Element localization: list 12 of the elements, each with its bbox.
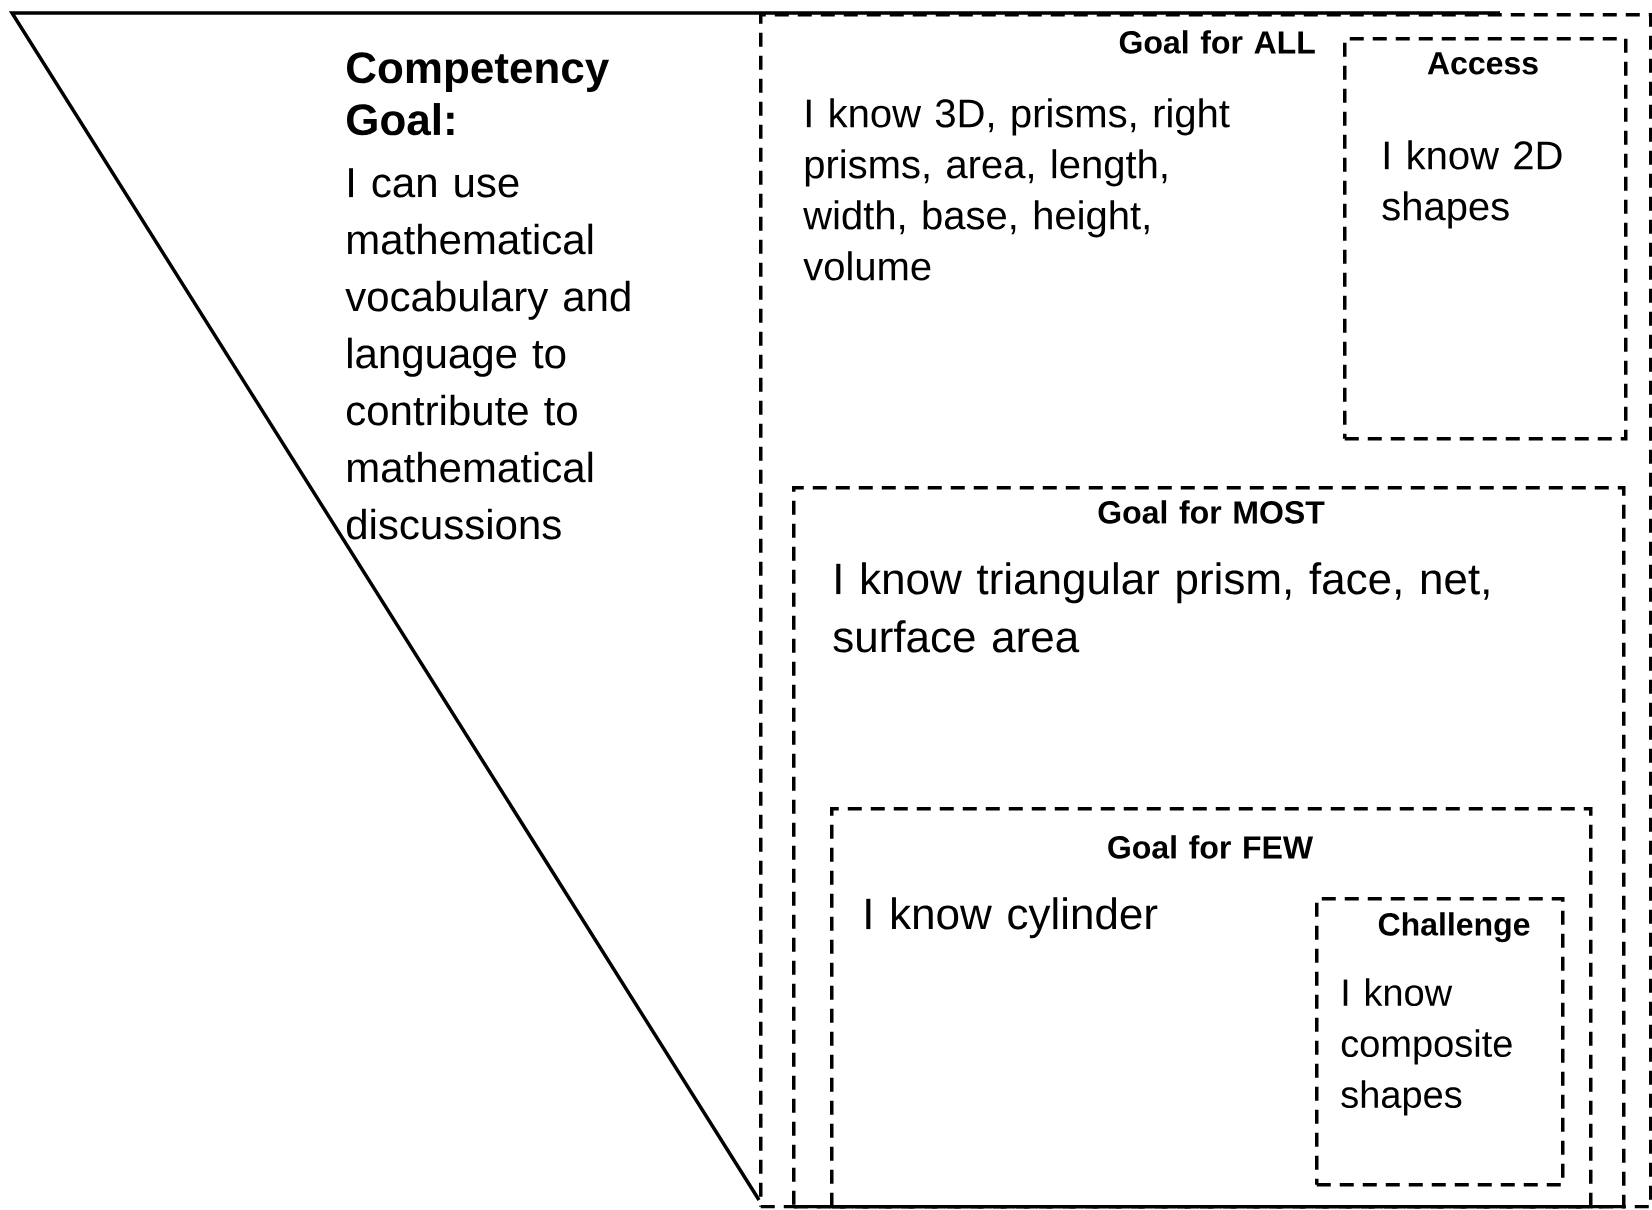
- heading: Challenge: [1378, 912, 1530, 943]
- body-text: I know composite shapes: [1341, 978, 1512, 1116]
- heading: Goal for MOST: [1098, 500, 1325, 524]
- heading: Competency Goal:: [347, 52, 609, 136]
- heading: Access: [1427, 52, 1538, 75]
- body-text: I know cylinder: [866, 897, 1158, 939]
- body-text: I know triangular prism, face, net, surface area: [833, 562, 1489, 653]
- heading: Goal for FEW: [1108, 835, 1314, 859]
- body-text: I know 2D shapes: [1382, 140, 1562, 229]
- heading: Goal for ALL: [1119, 30, 1315, 54]
- body-text: I can use mathematical vocabulary and language to contribute to mathematical discussions: [345, 168, 630, 540]
- body-text: I know 3D, prisms, right prisms, area, length, width, base, height, volume: [803, 98, 1230, 281]
